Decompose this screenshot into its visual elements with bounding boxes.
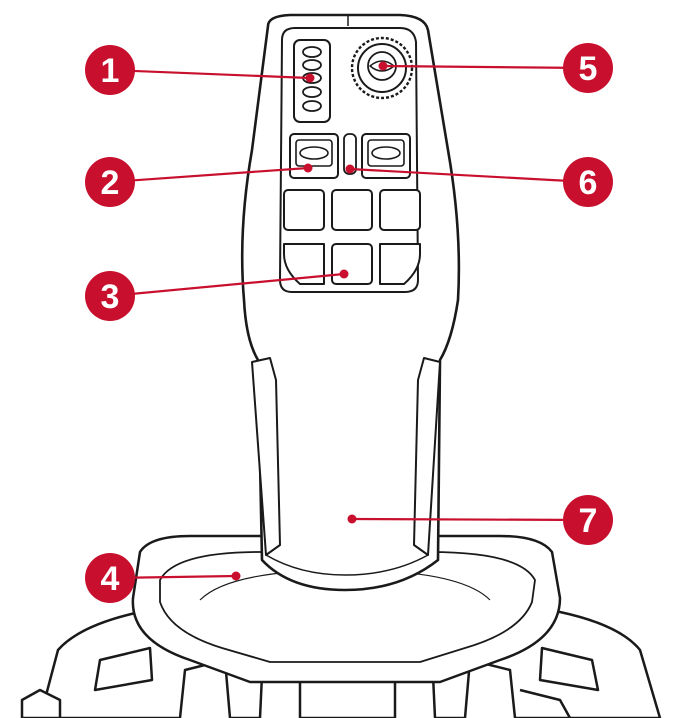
grid-button[interactable] <box>379 189 421 231</box>
callout-leader-line <box>109 68 311 80</box>
callout-badge <box>85 45 135 95</box>
callout-leader-line <box>351 517 589 522</box>
callout-3: 3 <box>85 269 349 321</box>
grid-button[interactable] <box>331 189 373 231</box>
callout-number: 1 <box>101 52 120 90</box>
callout-leader-line <box>109 166 309 184</box>
callout-badge <box>85 157 135 207</box>
base-collar <box>131 534 562 684</box>
callout-leader-line <box>109 272 345 298</box>
callout-badge <box>563 157 613 207</box>
callout-2: 2 <box>85 157 313 207</box>
callout-dot <box>378 61 388 71</box>
grid-button[interactable] <box>379 243 421 285</box>
callout-number: 4 <box>101 560 120 598</box>
callout-badge <box>85 553 135 603</box>
callout-leader-line <box>382 64 589 70</box>
grid-button[interactable] <box>283 243 325 285</box>
grid-button[interactable] <box>283 189 325 231</box>
callout-leader-line <box>349 167 589 184</box>
callout-dot <box>231 571 241 581</box>
callout-badge <box>85 271 135 321</box>
callout-dot <box>339 269 349 279</box>
callout-badge <box>563 43 613 93</box>
callout-number: 5 <box>579 50 598 88</box>
callouts: 1 2 3 4 5 6 7 <box>85 43 613 603</box>
callout-dot <box>303 163 313 173</box>
button-grid[interactable] <box>283 189 421 285</box>
callout-6: 6 <box>345 157 613 207</box>
callout-7: 7 <box>347 495 613 545</box>
bottom-center-button[interactable] <box>331 243 373 285</box>
callout-1: 1 <box>85 45 315 95</box>
callout-number: 6 <box>579 164 598 202</box>
callout-badge <box>563 495 613 545</box>
center-slot-button[interactable] <box>343 133 357 175</box>
callout-number: 7 <box>579 502 598 540</box>
left-rocker-button[interactable] <box>289 133 339 179</box>
callout-dot <box>305 73 315 83</box>
button-panel <box>279 27 421 293</box>
callout-4: 4 <box>85 553 241 603</box>
callout-number: 3 <box>101 278 120 316</box>
callout-number: 2 <box>101 164 120 202</box>
callout-5: 5 <box>378 43 613 93</box>
callout-dot <box>345 164 355 174</box>
callout-dot <box>347 514 357 524</box>
right-rocker-button[interactable] <box>361 133 411 179</box>
